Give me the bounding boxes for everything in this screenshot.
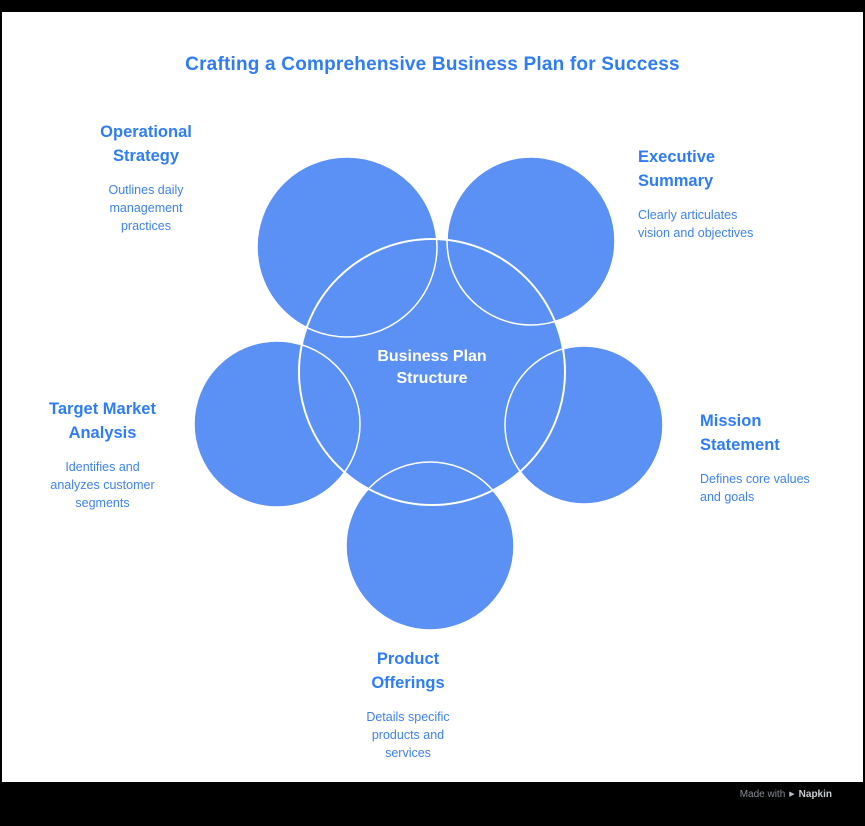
outline-center xyxy=(298,238,566,506)
outline-product-offerings xyxy=(345,461,515,631)
napkin-brand-label: Napkin xyxy=(798,789,832,800)
circle-product-offerings xyxy=(346,462,514,630)
node-heading: Operational Strategy xyxy=(100,123,192,165)
outline-target-market-analysis xyxy=(193,340,361,508)
node-heading: Product Offerings xyxy=(371,650,445,692)
node-executive-summary: Executive Summary Clearly articulates vi… xyxy=(638,146,808,242)
outline-operational-strategy xyxy=(256,156,438,338)
node-operational-strategy: Operational Strategy Outlines daily mana… xyxy=(61,121,231,235)
node-description: Defines core values and goals xyxy=(700,471,810,504)
node-description: Identifies and analyzes customer segment… xyxy=(50,459,155,511)
node-heading: Target Market Analysis xyxy=(49,400,156,442)
napkin-logo-icon: ▶ xyxy=(789,791,795,798)
node-mission-statement: Mission Statement Defines core values an… xyxy=(700,410,860,506)
page-title: Crafting a Comprehensive Business Plan f… xyxy=(185,54,680,75)
node-description: Outlines daily management practices xyxy=(108,182,184,234)
center-node-text: Business Plan Structure xyxy=(377,348,487,388)
center-node-label: Business Plan Structure xyxy=(332,346,532,391)
node-product-offerings: Product Offerings Details specific produ… xyxy=(323,648,493,762)
outline-executive-summary xyxy=(446,156,616,326)
node-description: Clearly articulates vision and objective… xyxy=(638,207,754,240)
circle-center xyxy=(299,239,565,505)
node-heading: Mission Statement xyxy=(700,412,780,454)
node-target-market-analysis: Target Market Analysis Identifies and an… xyxy=(20,398,185,512)
made-with-napkin-badge[interactable]: Made with ▶ Napkin xyxy=(740,789,832,800)
made-with-label: Made with xyxy=(739,789,786,800)
node-heading: Executive Summary xyxy=(638,148,716,190)
node-description: Details specific products and services xyxy=(366,709,450,761)
outline-mission-statement xyxy=(504,345,664,505)
